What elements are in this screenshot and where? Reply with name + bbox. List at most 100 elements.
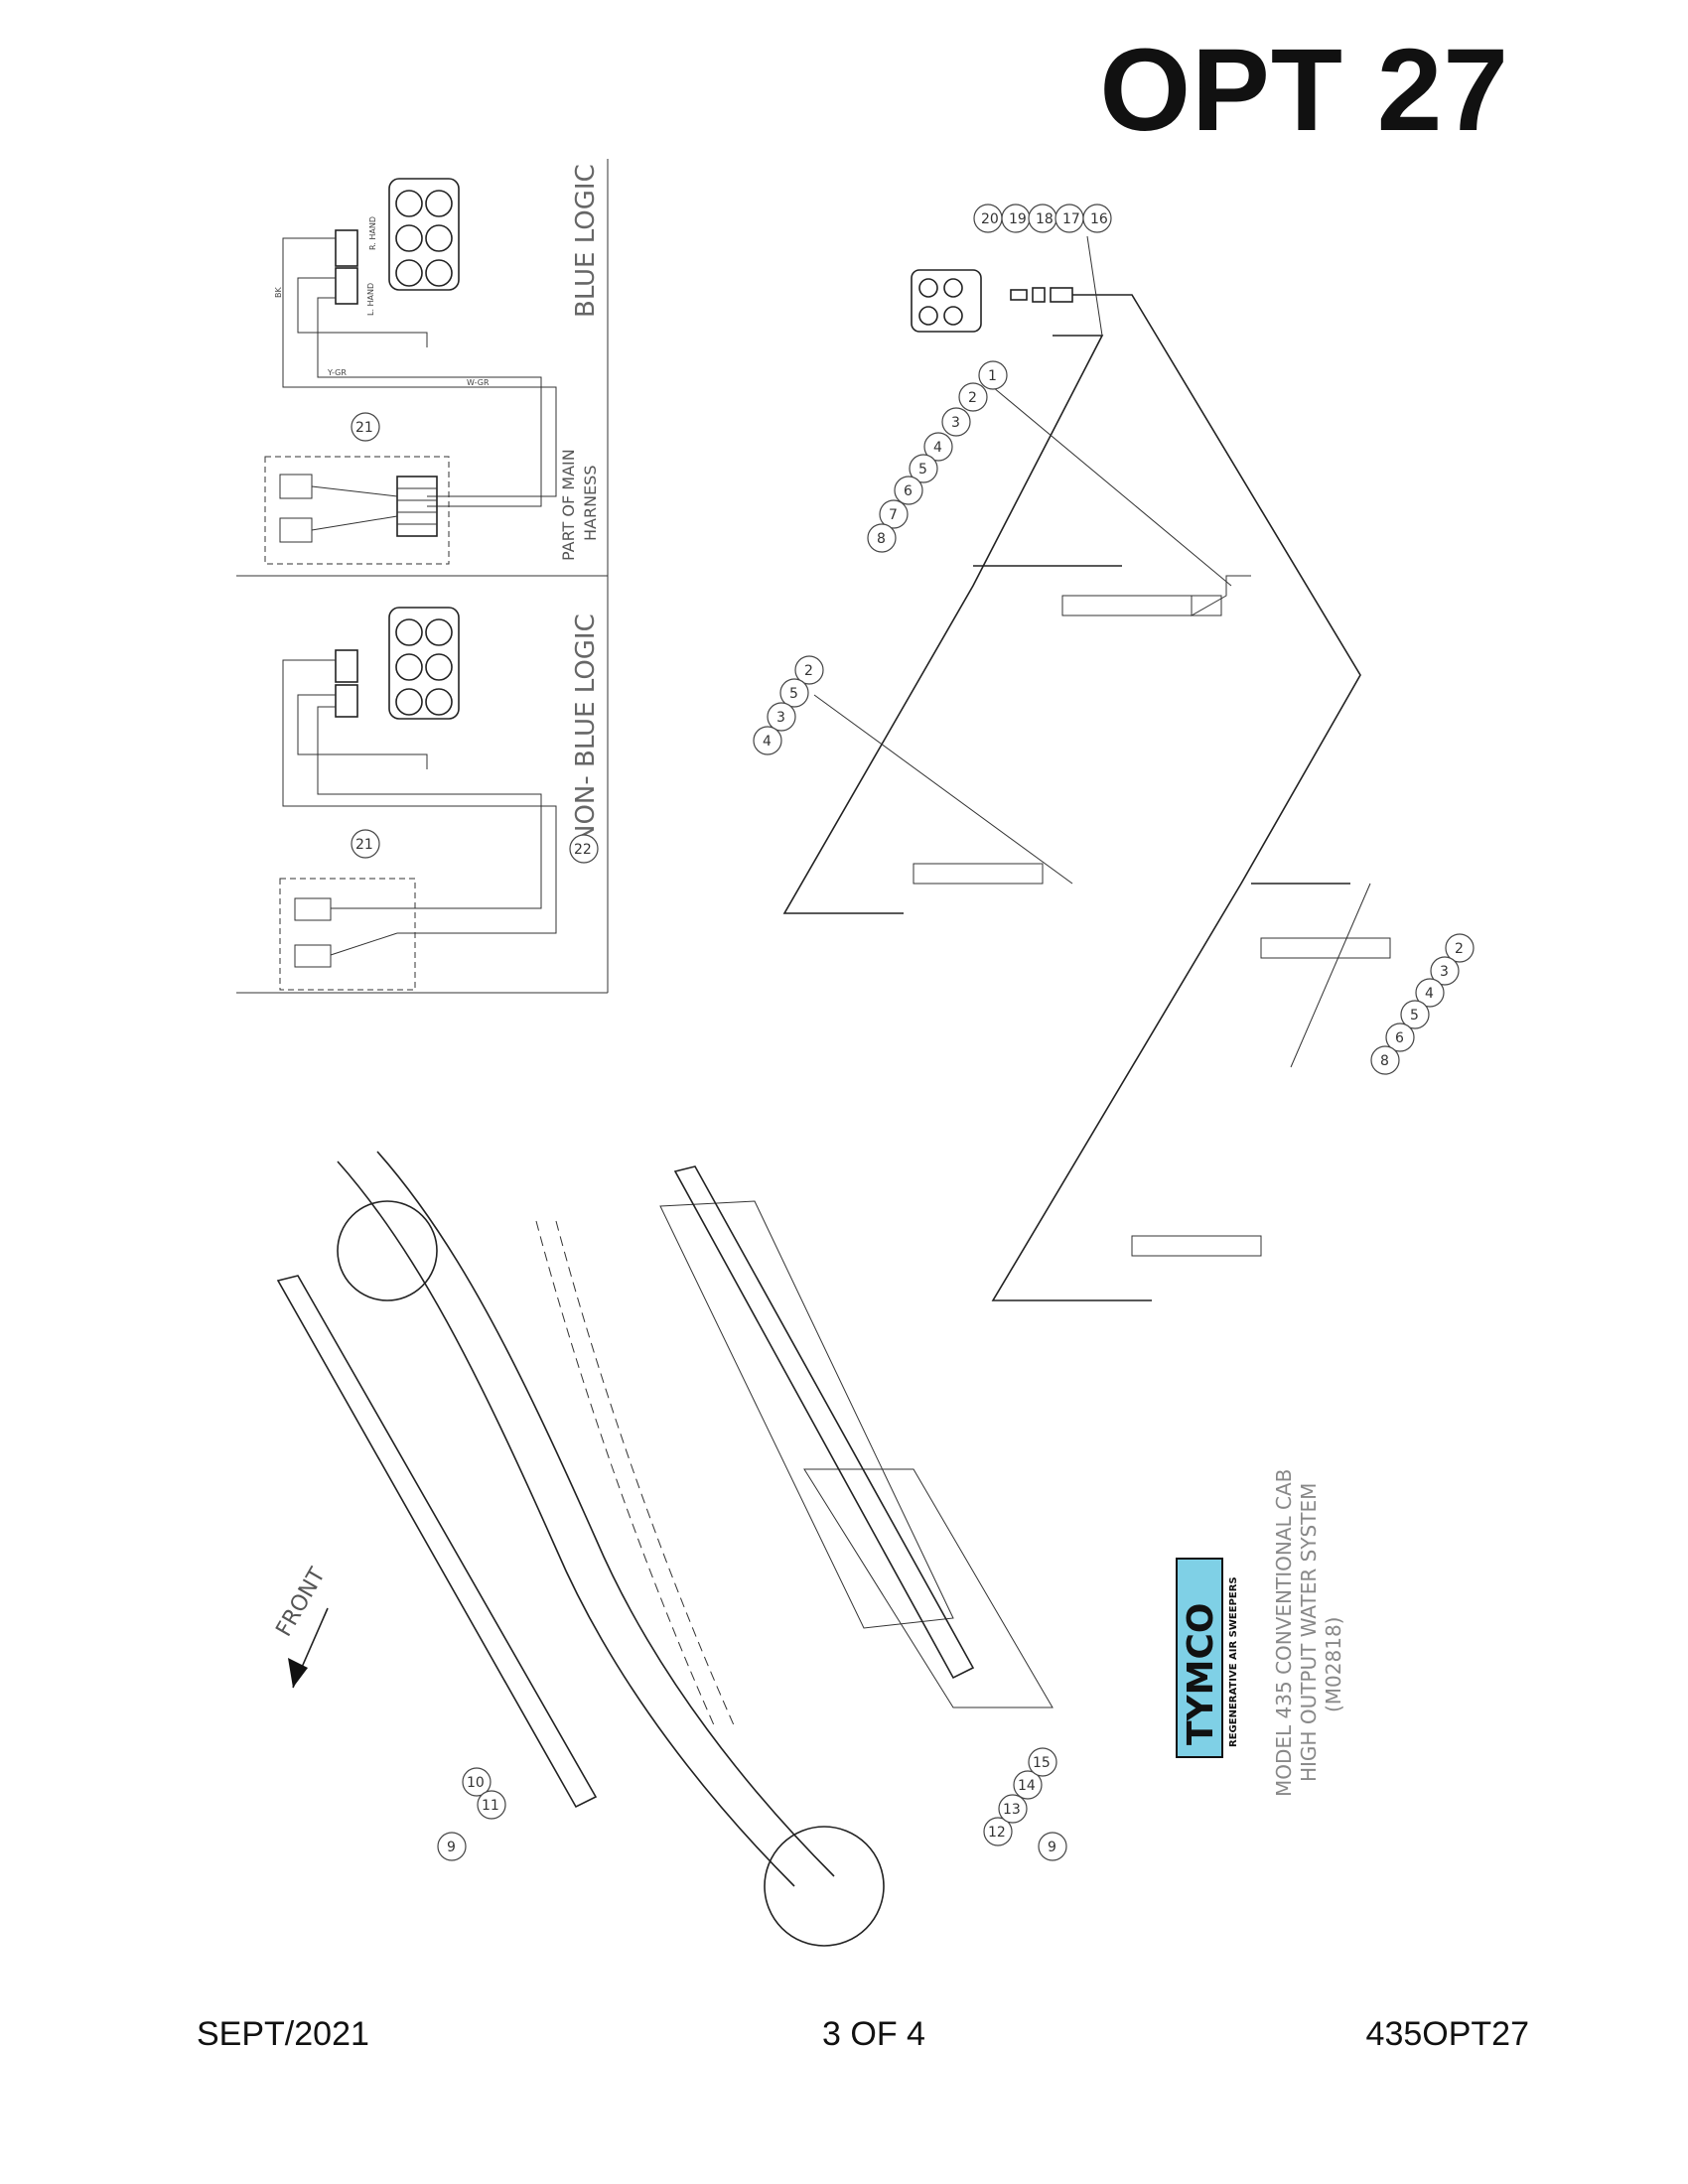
callout-21b: 21	[351, 829, 380, 859]
wire-bk-label: BK	[274, 287, 283, 298]
callout-20: 20	[973, 204, 1003, 233]
callout-3c: 3	[1430, 956, 1460, 986]
svg-text:3: 3	[951, 415, 960, 431]
r-hand-label: R. HAND	[368, 216, 377, 250]
callout-15: 15	[1028, 1747, 1057, 1777]
svg-text:18: 18	[1036, 211, 1054, 227]
svg-text:5: 5	[918, 462, 927, 478]
callout-3: 3	[941, 407, 971, 437]
schematic-frame	[236, 159, 609, 994]
svg-text:1: 1	[988, 368, 997, 384]
svg-text:16: 16	[1090, 211, 1108, 227]
callout-12: 12	[983, 1817, 1013, 1846]
svg-text:21: 21	[355, 837, 373, 853]
connector-right-hand-2	[335, 684, 358, 718]
title-line3: (M02818)	[1322, 1617, 1345, 1712]
svg-text:15: 15	[1033, 1755, 1051, 1771]
svg-text:12: 12	[988, 1825, 1006, 1841]
axle-assembly: FRONT	[272, 1151, 1054, 1947]
svg-text:10: 10	[467, 1775, 485, 1791]
callout-6: 6	[894, 476, 923, 505]
svg-text:17: 17	[1062, 211, 1080, 227]
callout-21a: 21	[351, 412, 380, 442]
callout-16: 16	[1082, 204, 1112, 233]
callout-7: 7	[879, 499, 909, 529]
hub-upper	[337, 1200, 438, 1301]
brand-tagline: REGENERATIVE AIR SWEEPERS	[1228, 1576, 1239, 1747]
connector-left-hand-2	[335, 649, 358, 683]
switch-1	[294, 897, 332, 921]
callout-18: 18	[1028, 204, 1057, 233]
callout-2b: 2	[794, 655, 824, 685]
svg-text:3: 3	[1440, 964, 1449, 980]
svg-text:8: 8	[1380, 1053, 1389, 1069]
switch-l-hand	[279, 517, 313, 543]
callout-2c: 2	[1445, 933, 1475, 963]
svg-text:2: 2	[968, 390, 977, 406]
svg-text:11: 11	[482, 1798, 499, 1814]
title-line2: HIGH OUTPUT WATER SYSTEM	[1297, 1483, 1321, 1782]
callout-8: 8	[867, 523, 897, 553]
callout-22: 22	[569, 834, 599, 864]
callout-9a: 9	[437, 1832, 467, 1861]
callout-9b: 9	[1038, 1832, 1067, 1861]
harness-note-line1: PART OF MAIN	[559, 449, 578, 561]
wire-w-gr-label: W-GR	[467, 378, 490, 387]
svg-text:6: 6	[1395, 1030, 1404, 1046]
svg-text:20: 20	[981, 211, 999, 227]
svg-text:9: 9	[1048, 1840, 1056, 1855]
non-blue-logic-schematic: NON- BLUE LOGIC	[279, 607, 601, 991]
switch-r-hand	[279, 474, 313, 499]
svg-text:2: 2	[804, 663, 813, 679]
valve-manifold	[911, 269, 982, 333]
svg-text:6: 6	[904, 483, 913, 499]
callout-2: 2	[958, 382, 988, 412]
callout-5: 5	[909, 454, 938, 483]
svg-text:14: 14	[1018, 1778, 1036, 1794]
svg-text:7: 7	[889, 507, 898, 523]
brand-name: TYMCO	[1181, 1603, 1221, 1745]
svg-text:21: 21	[355, 420, 373, 436]
callout-4: 4	[923, 432, 953, 462]
valve-cluster-top	[388, 178, 460, 291]
callouts: 20 19 18 17 16 1 2 3 4 5 6 7 8 2 5 3 4 2…	[351, 204, 1475, 1861]
svg-text:5: 5	[1410, 1008, 1419, 1024]
harness-note-line2: HARNESS	[581, 466, 600, 541]
connector-left-hand	[335, 229, 358, 267]
front-label: FRONT	[272, 1564, 332, 1641]
footer-date: SEPT/2021	[197, 2015, 369, 2053]
svg-text:4: 4	[1425, 986, 1434, 1002]
title-block: TYMCO REGENERATIVE AIR SWEEPERS MODEL 43…	[1176, 1469, 1345, 1797]
l-hand-label: L. HAND	[366, 283, 375, 316]
svg-text:8: 8	[877, 531, 886, 547]
control-panel-box-2	[279, 878, 416, 991]
tymco-logo: TYMCO REGENERATIVE AIR SWEEPERS	[1176, 1558, 1239, 1758]
callout-5c: 5	[1400, 1000, 1430, 1029]
svg-text:5: 5	[789, 686, 798, 702]
wire-y-gr-label: Y-GR	[327, 368, 347, 377]
blue-logic-schematic: BLUE LOGIC PART OF MAIN HARNESS R. HAND …	[264, 164, 601, 565]
hub-lower	[764, 1826, 885, 1947]
footer-page-number: 3 OF 4	[822, 2015, 925, 2053]
svg-text:4: 4	[763, 734, 772, 750]
callout-8c: 8	[1370, 1045, 1400, 1075]
plumbing-assembly	[782, 235, 1391, 1301]
callout-1: 1	[978, 360, 1008, 390]
callout-4b: 4	[753, 726, 782, 755]
non-blue-logic-label: NON- BLUE LOGIC	[571, 614, 601, 844]
callout-13: 13	[998, 1794, 1028, 1824]
page-title: OPT 27	[1099, 25, 1509, 156]
callout-5b: 5	[779, 678, 809, 708]
svg-text:4: 4	[933, 440, 942, 456]
callout-17: 17	[1055, 204, 1084, 233]
switch-2	[294, 944, 332, 968]
connector-right-hand	[335, 267, 358, 305]
svg-text:13: 13	[1003, 1802, 1021, 1818]
control-panel-box	[264, 456, 450, 565]
svg-text:9: 9	[447, 1840, 456, 1855]
footer-doc-code: 435OPT27	[1365, 2015, 1529, 2053]
svg-text:3: 3	[776, 710, 785, 726]
valve-cluster-bottom	[388, 607, 460, 720]
callout-14: 14	[1013, 1770, 1043, 1800]
